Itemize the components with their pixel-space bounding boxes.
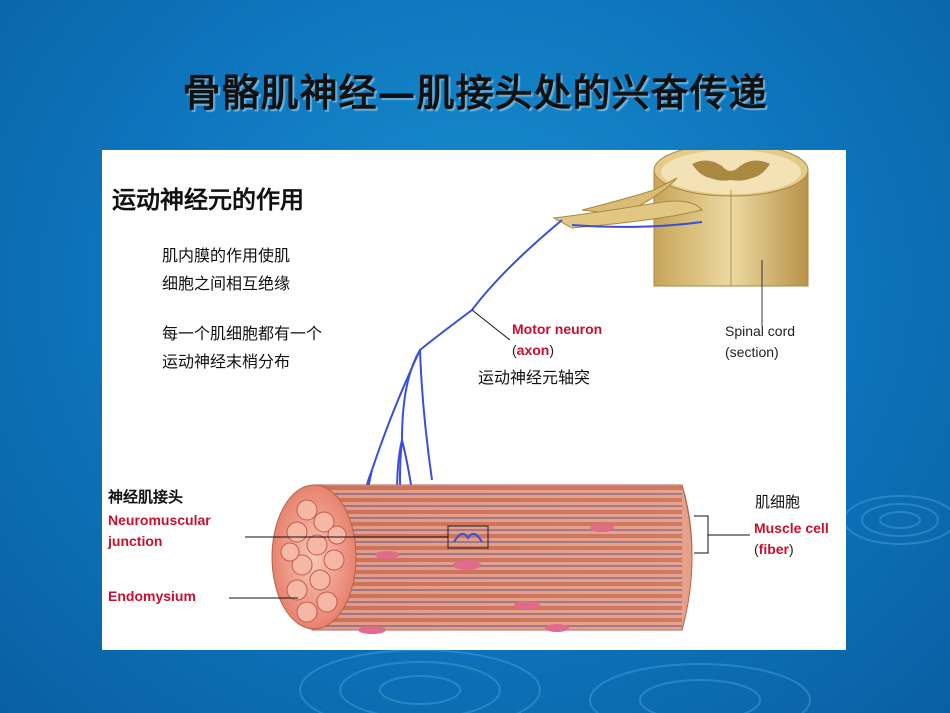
fiber-close-paren: )	[789, 541, 794, 557]
note1-line1: 肌内膜的作用使肌	[162, 246, 291, 265]
note2-line2: 运动神经末梢分布	[162, 352, 291, 371]
axon-cn-label: 运动神经元轴突	[478, 368, 591, 387]
spinal-cord-section-label: (section)	[725, 344, 779, 360]
muscle-cell-cn-label: 肌细胞	[755, 493, 801, 511]
note2-line1: 每一个肌细胞都有一个	[162, 324, 323, 343]
endomysium-label: Endomysium	[108, 588, 196, 604]
motor-neuron-label: Motor neuron	[512, 321, 603, 337]
muscle-cell-label: Muscle cell	[754, 520, 829, 536]
diagram-panel: 运动神经元的作用 肌内膜的作用使肌 细胞之间相互绝缘 每一个肌细胞都有一个 运动…	[102, 150, 846, 650]
figure-heading: 运动神经元的作用	[112, 186, 304, 214]
spinal-cord-label: Spinal cord	[725, 323, 796, 339]
fiber-label-term: fiber	[758, 541, 790, 557]
axon-close-paren: )	[549, 342, 555, 358]
label-leader-lines	[229, 515, 750, 599]
note1-line2: 细胞之间相互绝缘	[162, 274, 291, 293]
slide-title: 骨骼肌神经—肌接头处的兴奋传递	[182, 70, 768, 115]
diagram-illustration	[229, 150, 809, 634]
axon-label-term: axon	[516, 342, 550, 358]
nmj-label-line2: junction	[108, 533, 163, 549]
nmj-cn-label: 神经肌接头	[108, 488, 184, 506]
nmj-label-line1: Neuromuscular	[108, 512, 211, 528]
muscle-fiber-illustration	[271, 484, 693, 634]
fiber-label: (fiber)	[754, 541, 794, 557]
fiber-open-paren: (	[754, 541, 759, 557]
axon-open-paren: (	[512, 342, 517, 358]
axon-label: (axon)	[512, 342, 554, 358]
spinal-cord-illustration	[552, 150, 809, 326]
